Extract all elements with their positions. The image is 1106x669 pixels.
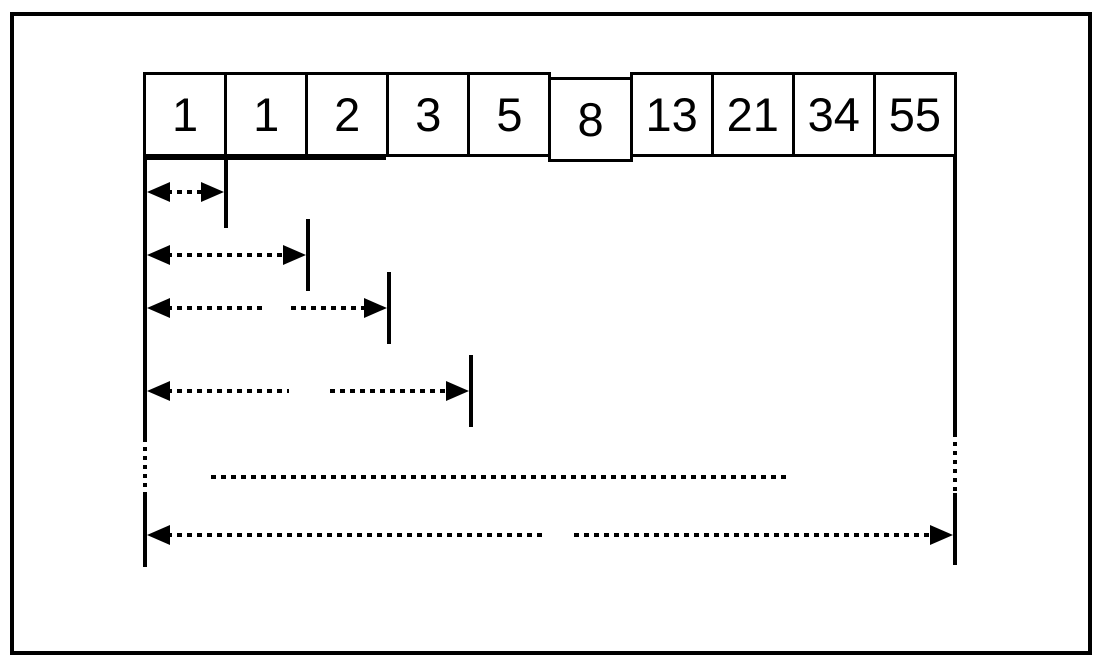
measure-dotted-line	[167, 253, 286, 257]
fib-box-value: 21	[726, 88, 779, 141]
arrowhead-right-icon	[201, 182, 224, 202]
arrowhead-right-icon	[364, 298, 387, 318]
fib-box: 2	[305, 72, 390, 157]
fib-box-value: 55	[888, 88, 942, 141]
fib-box: 34	[791, 72, 876, 157]
fib-box-value: 1	[171, 88, 199, 141]
measure-dotted-line	[574, 533, 933, 537]
measure-dotted-line	[167, 533, 542, 537]
continuation-dotted-line	[211, 475, 790, 479]
fib-box: 5	[467, 72, 552, 157]
arrowhead-right-icon	[283, 245, 306, 265]
fibonacci-sequence-row: 1 1 2 3 5 8 13 21 34 55	[143, 72, 957, 162]
left-extent-line-bottom-segment	[143, 492, 147, 567]
right-extent-line-bottom-segment	[953, 493, 957, 565]
fib-box: 1	[143, 72, 228, 157]
arrowhead-left-icon	[147, 381, 170, 401]
measure-dotted-line	[167, 190, 204, 194]
arrowhead-right-icon	[446, 381, 469, 401]
fib-box: 3	[386, 72, 471, 157]
row-baseline	[143, 157, 386, 160]
measure-dotted-line	[167, 389, 289, 393]
measure-end-tick	[469, 355, 473, 427]
left-extent-line-top-segment	[143, 156, 147, 438]
arrowhead-right-icon	[930, 525, 953, 545]
right-extent-line-break-segment	[953, 433, 957, 493]
fib-box: 13	[629, 72, 714, 157]
fib-box-value: 13	[645, 88, 698, 141]
fib-box-value: 8	[577, 93, 604, 146]
arrowhead-left-icon	[147, 298, 170, 318]
arrowhead-left-icon	[147, 525, 170, 545]
measure-end-tick	[306, 219, 310, 291]
fib-box: 1	[224, 72, 309, 157]
measure-end-tick	[224, 156, 228, 228]
arrowhead-left-icon	[147, 182, 170, 202]
fib-box-value: 5	[496, 88, 523, 141]
measure-end-tick	[387, 272, 391, 344]
fib-box-value: 2	[334, 88, 361, 141]
measure-dotted-line	[330, 389, 448, 393]
right-extent-line-top-segment	[953, 156, 957, 433]
left-extent-line-break-segment	[143, 438, 147, 492]
fib-box-value: 3	[415, 88, 442, 141]
arrowhead-left-icon	[147, 245, 170, 265]
fib-box-value: 34	[807, 88, 860, 141]
measure-dotted-line	[167, 306, 262, 310]
measure-dotted-line	[291, 306, 367, 310]
fib-box: 8	[548, 77, 633, 162]
fib-box: 55	[872, 72, 957, 157]
fib-box-value: 1	[253, 88, 280, 141]
fib-box: 21	[710, 72, 795, 157]
